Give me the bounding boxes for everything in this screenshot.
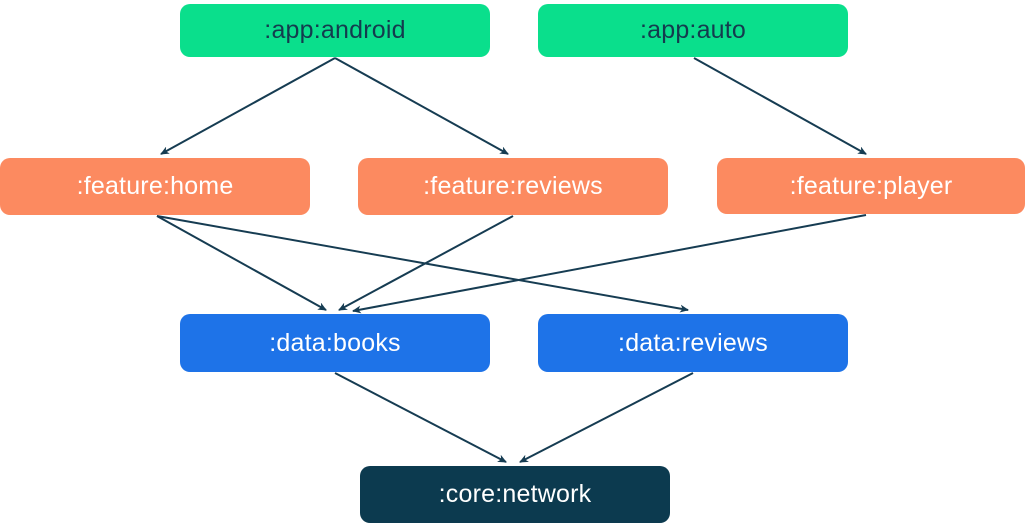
node-feature-player: :feature:player xyxy=(717,158,1025,214)
edge-app-android-to-feature-home xyxy=(160,57,336,155)
node-label: :app:auto xyxy=(639,16,747,44)
edge-feature-home-to-data-reviews xyxy=(156,215,689,313)
node-label: :feature:home xyxy=(76,172,234,200)
edge-feature-reviews-to-data-books xyxy=(338,215,514,311)
edge-data-reviews-to-core-network xyxy=(519,372,694,463)
node-label: :feature:player xyxy=(789,171,953,200)
node-label: :data:reviews xyxy=(618,328,768,357)
edge-app-android-to-feature-reviews xyxy=(334,57,509,155)
node-core-network: :core:network xyxy=(360,466,670,523)
node-data-books: :data:books xyxy=(180,314,490,372)
node-label: :core:network xyxy=(438,480,592,508)
node-data-reviews: :data:reviews xyxy=(538,314,848,372)
edge-app-auto-to-feature-player xyxy=(693,57,867,155)
edge-data-books-to-core-network xyxy=(334,372,507,463)
edge-feature-player-to-data-books xyxy=(352,214,867,314)
node-app-auto: :app:auto xyxy=(538,4,848,57)
node-label: :app:android xyxy=(264,16,406,44)
edge-feature-home-to-data-books xyxy=(156,215,327,311)
node-feature-home: :feature:home xyxy=(0,158,310,215)
node-label: :data:books xyxy=(269,328,401,357)
node-feature-reviews: :feature:reviews xyxy=(358,158,668,215)
node-app-android: :app:android xyxy=(180,4,490,57)
node-label: :feature:reviews xyxy=(423,172,603,200)
